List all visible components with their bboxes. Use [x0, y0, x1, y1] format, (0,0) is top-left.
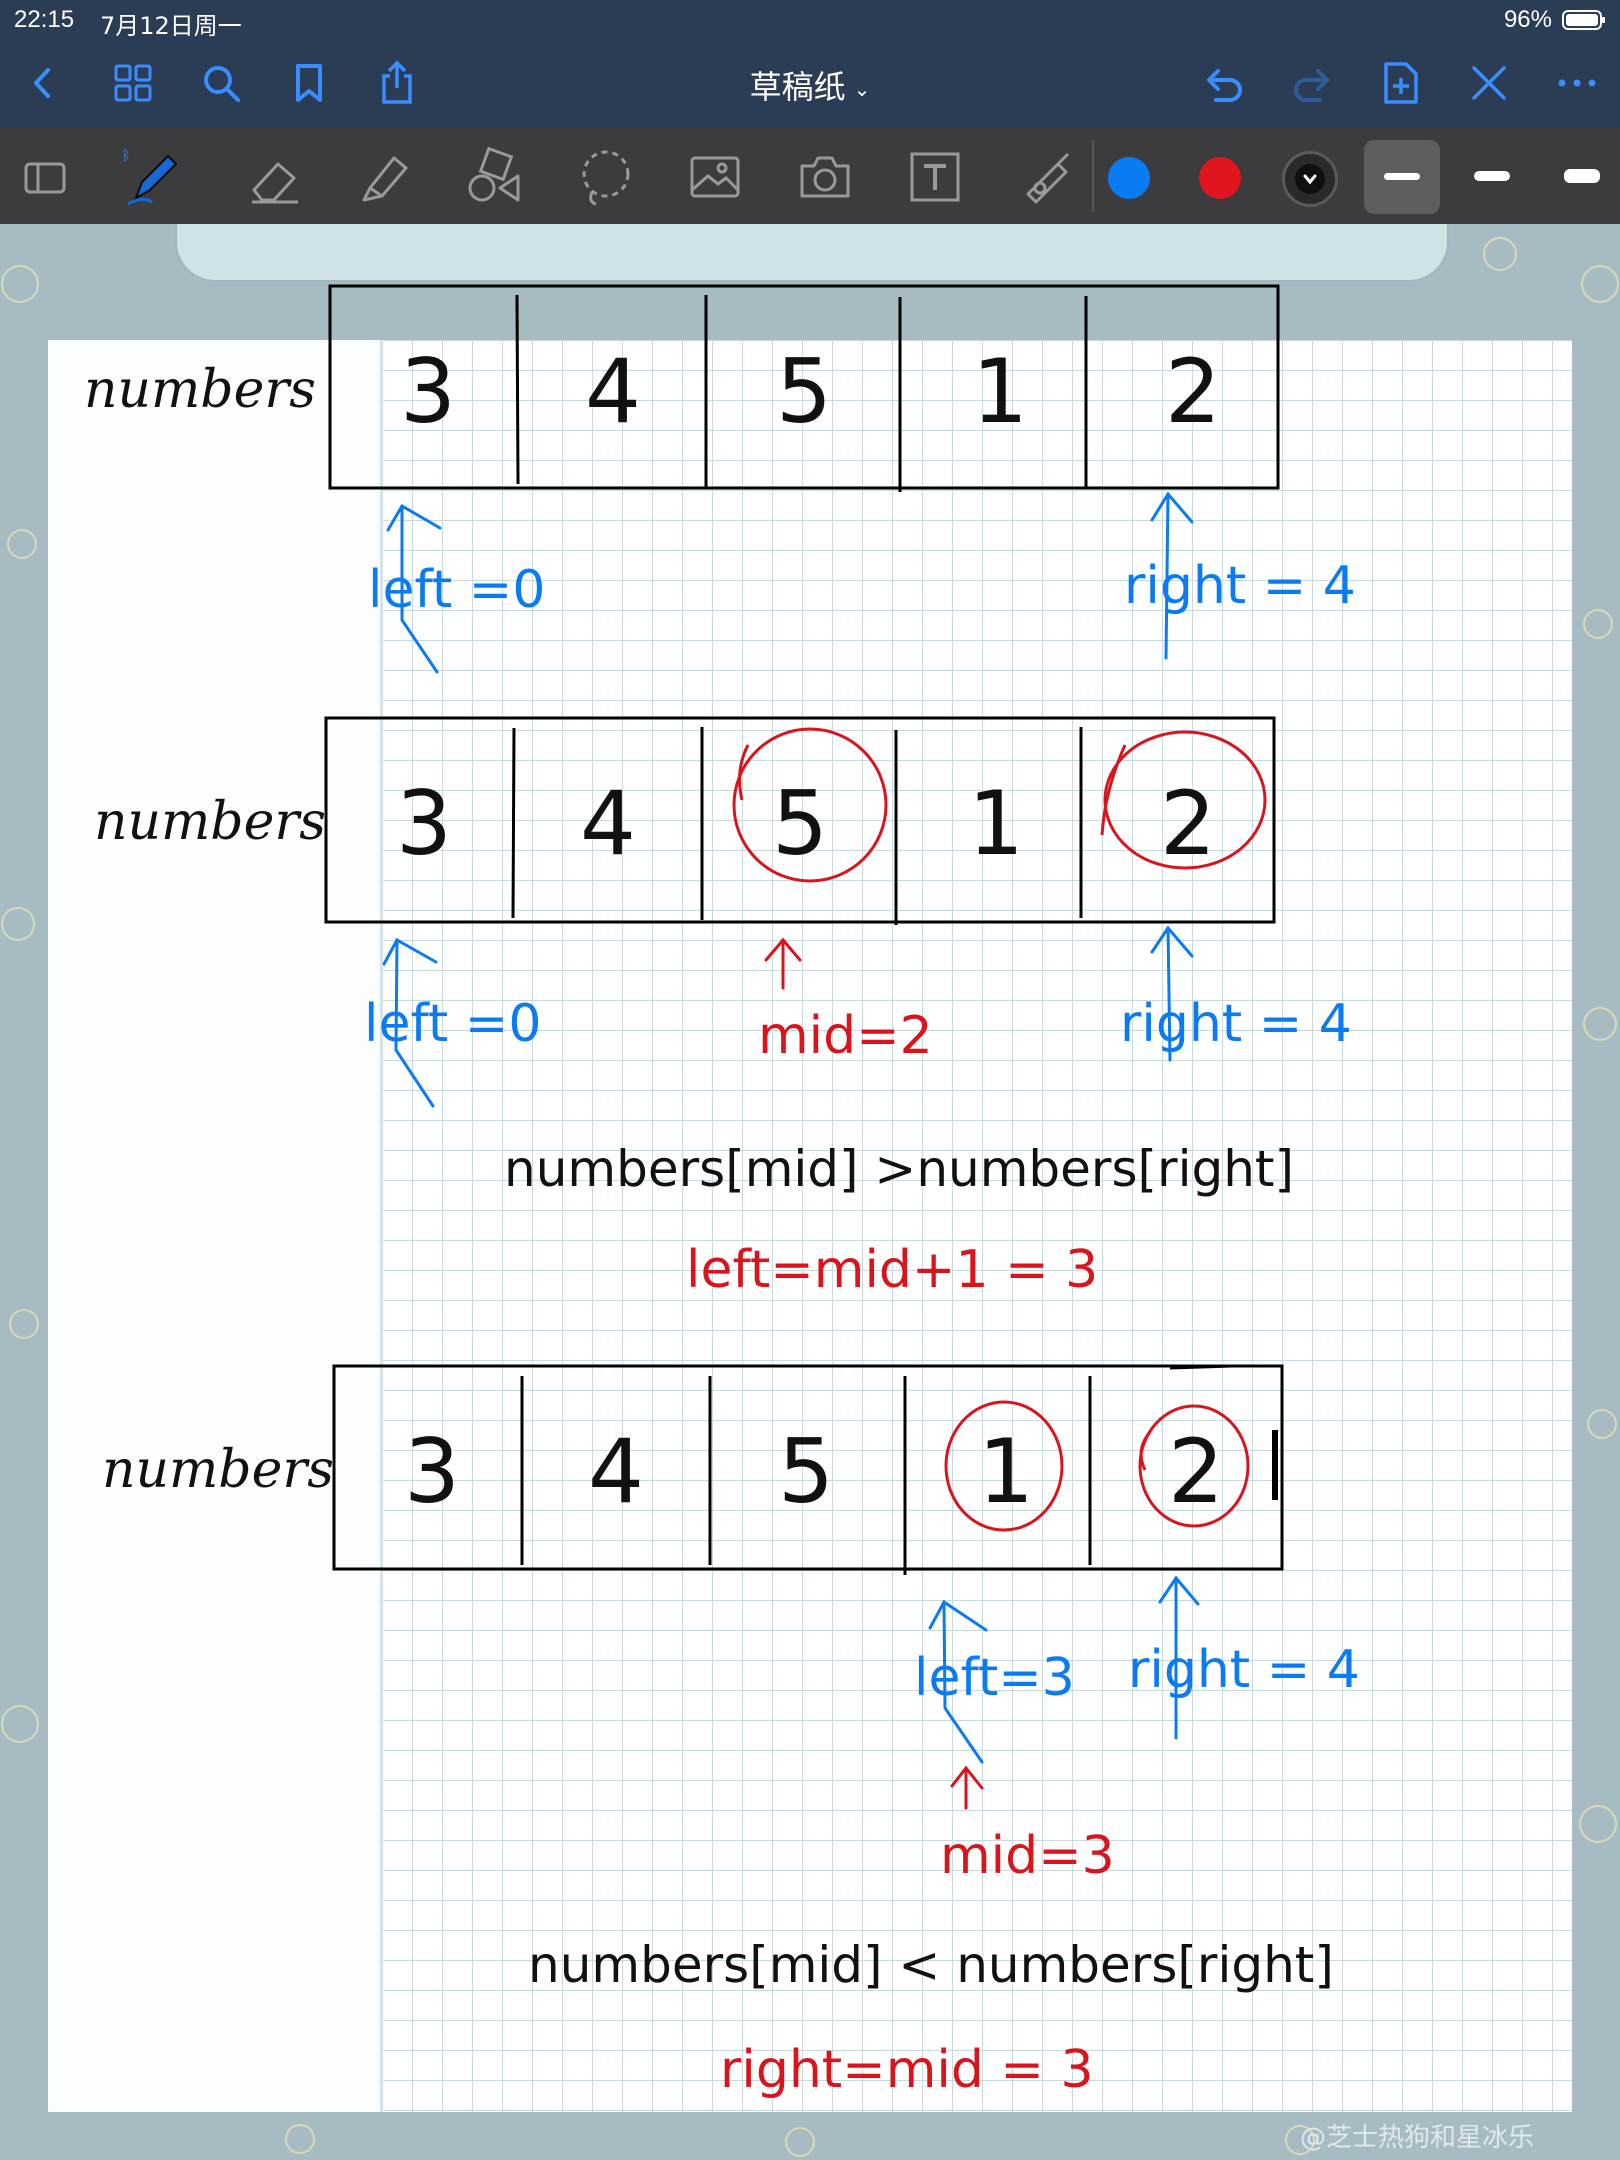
stroke-width-thick[interactable]: [1564, 169, 1600, 183]
comparison-text: numbers[mid] >numbers[right]: [504, 1140, 1295, 1198]
close-x-icon[interactable]: [1466, 60, 1512, 106]
array-cell: 4: [588, 1420, 644, 1523]
array-box-1: [328, 284, 1280, 492]
note-page[interactable]: [48, 340, 1572, 2112]
array-cell: 4: [585, 340, 641, 443]
chevron-down-icon: [1295, 164, 1325, 194]
left-pointer-label: left =0: [364, 994, 542, 1054]
grid-icon[interactable]: [110, 60, 156, 106]
eraser-icon[interactable]: [244, 146, 306, 208]
add-page-icon[interactable]: [1378, 60, 1424, 106]
array-box-3: [332, 1364, 1284, 1575]
more-icon[interactable]: [1554, 60, 1600, 106]
status-date: 7月12日周一: [100, 12, 242, 40]
page-layout-icon[interactable]: [14, 146, 76, 208]
array-label-1: numbers: [84, 360, 316, 420]
battery-icon: [1562, 10, 1605, 30]
shapes-icon[interactable]: [464, 146, 526, 208]
right-pointer-label: right = 4: [1120, 994, 1352, 1054]
array-cell: 5: [776, 340, 832, 443]
array-label-2: numbers: [94, 792, 326, 852]
highlighter-icon[interactable]: [354, 146, 416, 208]
stroke-width-medium[interactable]: [1474, 171, 1510, 181]
chevron-down-icon: ⌄: [853, 77, 871, 101]
floral-pattern: [1, 237, 1619, 2157]
text-icon[interactable]: [904, 146, 966, 208]
update-text: right=mid = 3: [720, 2040, 1094, 2100]
grid-area: [382, 340, 1572, 2112]
pointer-arrows: [382, 491, 1200, 1764]
array-box-2: [324, 716, 1276, 925]
color-swatch-black[interactable]: [1282, 151, 1338, 207]
share-icon[interactable]: [374, 60, 420, 106]
image-icon[interactable]: [684, 146, 746, 208]
back-icon[interactable]: [20, 60, 66, 106]
array-cell: 1: [972, 340, 1028, 443]
watermark: @芝士热狗和星冰乐: [1299, 2123, 1534, 2153]
margin-line: [380, 340, 383, 2112]
highlight-circles: [732, 727, 1267, 1532]
undo-icon[interactable]: [1200, 60, 1246, 106]
array-cell: 2: [1160, 772, 1216, 875]
update-text: left=mid+1 = 3: [686, 1240, 1099, 1300]
top-bar: 22:15 7月12日周一 96% 草稿纸 ⌄: [0, 0, 1620, 128]
array-cell: 5: [778, 1420, 834, 1523]
right-pointer-label: right = 4: [1128, 1640, 1360, 1700]
stroke-thin-icon: [1384, 173, 1420, 180]
left-pointer-label: left =0: [368, 560, 546, 620]
right-pointer-label: right = 4: [1124, 556, 1356, 616]
lasso-icon[interactable]: [574, 146, 636, 208]
array-cell: 2: [1168, 1420, 1224, 1523]
array-cell: 3: [404, 1420, 460, 1523]
comparison-text: numbers[mid] < numbers[right]: [528, 1936, 1334, 1994]
left-pointer-label: left=3: [914, 1648, 1075, 1708]
redo-icon[interactable]: [1290, 60, 1336, 106]
array-cell: 2: [1165, 340, 1221, 443]
array-cell: 3: [396, 772, 452, 875]
tool-bar: ᛒ: [0, 128, 1620, 224]
array-cell: 1: [978, 1420, 1034, 1523]
mid-pointer-label: mid=3: [940, 1826, 1115, 1886]
search-icon[interactable]: [198, 60, 244, 106]
array-cell: 4: [580, 772, 636, 875]
page-tab: [175, 224, 1449, 282]
mid-pointer-label: mid=2: [758, 1006, 933, 1066]
mid-arrows: [764, 937, 984, 1810]
pointer-icon[interactable]: [1014, 146, 1076, 208]
color-swatch-blue[interactable]: [1108, 157, 1150, 199]
document-title[interactable]: 草稿纸 ⌄: [0, 62, 1620, 108]
status-time: 22:15: [14, 6, 75, 33]
array-label-3: numbers: [102, 1440, 334, 1500]
pen-icon[interactable]: ᛒ: [122, 146, 184, 208]
battery-percentage: 96%: [1503, 6, 1552, 33]
camera-icon[interactable]: [794, 146, 856, 208]
svg-text:ᛒ: ᛒ: [122, 148, 130, 164]
array-cell: 3: [400, 340, 456, 443]
document-title-text: 草稿纸: [749, 68, 846, 106]
array-cell: 1: [968, 772, 1024, 875]
array-cell: 5: [772, 772, 828, 875]
bookmark-icon[interactable]: [286, 60, 332, 106]
color-swatch-red[interactable]: [1199, 157, 1241, 199]
toolbar-divider: [1092, 140, 1094, 212]
